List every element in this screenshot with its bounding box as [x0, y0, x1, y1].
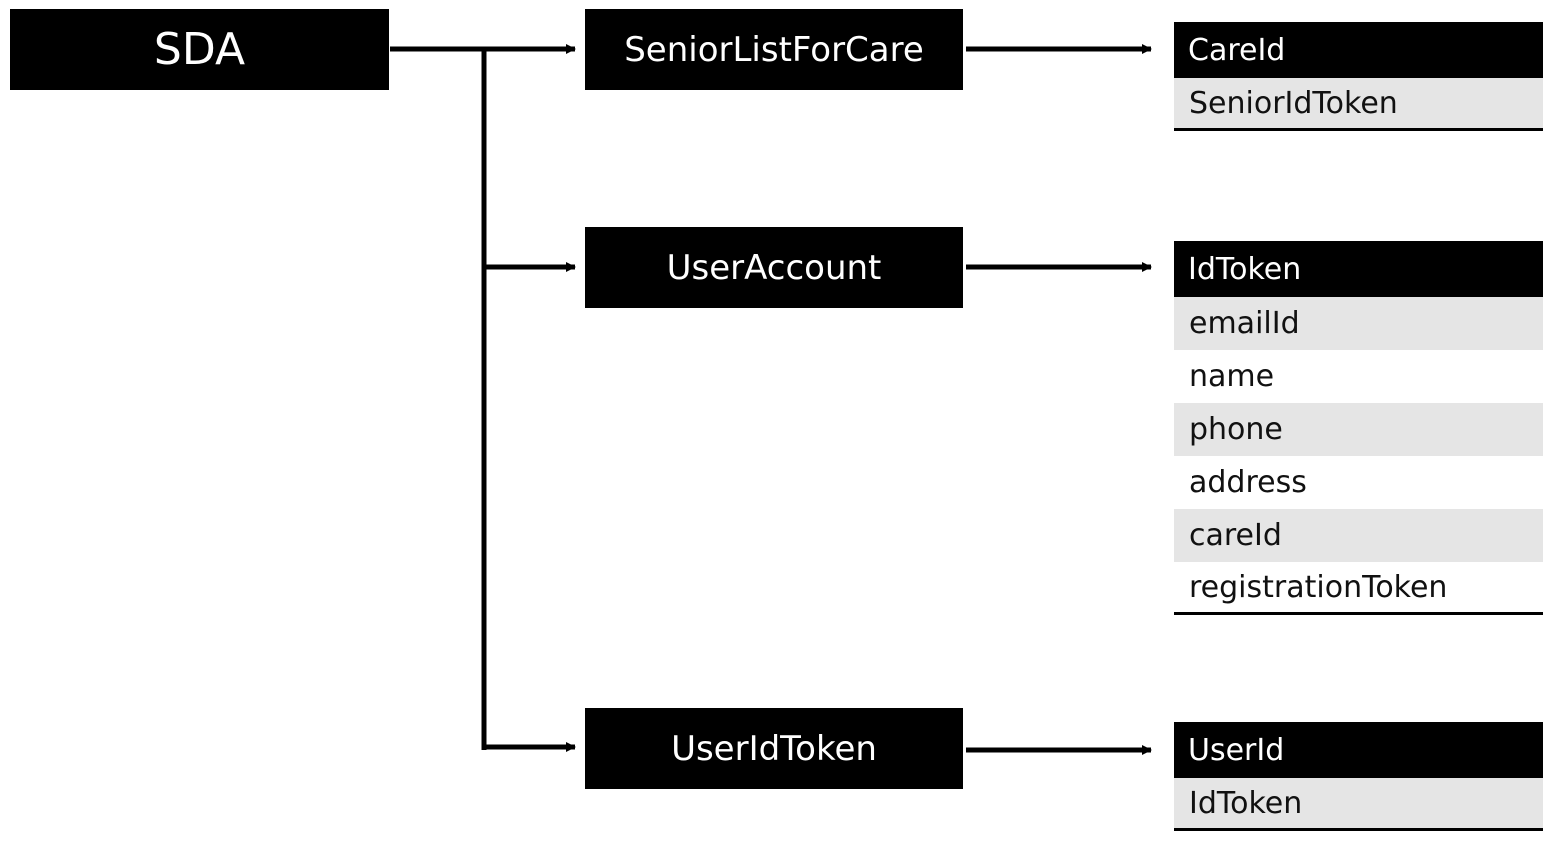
table-header: UserId — [1174, 722, 1543, 778]
entity-label: UserIdToken — [671, 728, 877, 769]
table-row: SeniorIdToken — [1174, 78, 1543, 128]
field-table-senior-list-for-care: CareId SeniorIdToken — [1174, 22, 1543, 131]
root-node-sda: SDA — [10, 9, 389, 90]
field-table-user-account: IdToken emailId name phone address careI… — [1174, 241, 1543, 615]
entity-node-user-id-token: UserIdToken — [585, 708, 963, 789]
entity-label: UserAccount — [666, 247, 882, 288]
root-node-label: SDA — [153, 24, 246, 75]
entity-node-user-account: UserAccount — [585, 227, 963, 308]
table-header: CareId — [1174, 22, 1543, 78]
table-row: name — [1189, 359, 1275, 394]
table-row: careId — [1174, 509, 1543, 562]
table-row: registrationToken — [1189, 569, 1448, 605]
table-header: IdToken — [1174, 241, 1543, 297]
table-row: IdToken — [1174, 778, 1543, 828]
table-row: address — [1189, 465, 1307, 500]
table-row: phone — [1174, 403, 1543, 456]
table-row: emailId — [1174, 297, 1543, 350]
field-table-user-id-token: UserId IdToken — [1174, 722, 1543, 831]
entity-node-senior-list-for-care: SeniorListForCare — [585, 9, 963, 90]
entity-label: SeniorListForCare — [624, 29, 924, 70]
